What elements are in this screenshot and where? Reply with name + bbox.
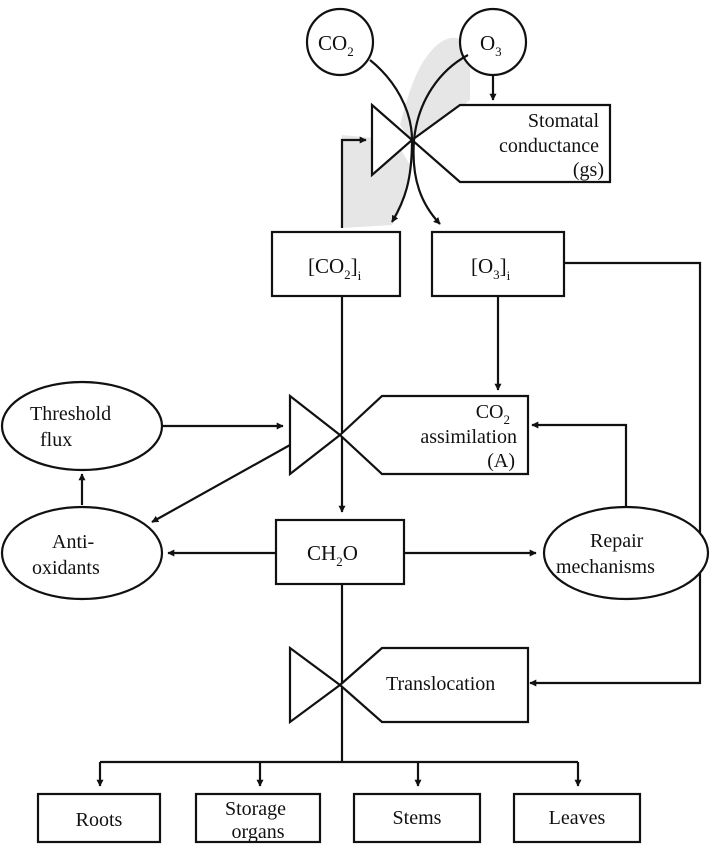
arrow-valve-to-antioxidants (151, 444, 291, 523)
stomatal-conductance-label: Stomatal conductance (gs) (499, 110, 604, 181)
stems-box (352, 792, 482, 844)
co2-internal-label: [CO2]i (308, 254, 362, 283)
co2-external-circle (305, 7, 375, 77)
ch2o-label: CH2O (307, 541, 358, 569)
roots-box (36, 792, 162, 844)
repair-mechanisms-label: Repair mechanisms (556, 530, 655, 578)
co2-internal-box (270, 230, 402, 298)
arrow-o3i-to-translocation (529, 261, 702, 687)
leaves-box (512, 792, 642, 844)
translocation-label: Translocation (386, 673, 495, 695)
o3-internal-label: [O3]i (471, 254, 511, 283)
arrow-repair-to-assimilation (531, 421, 628, 506)
assimilation-valve-left (288, 393, 342, 477)
arrow-co2i-feedback (340, 136, 367, 228)
antioxidants-ellipse (0, 505, 164, 601)
ch2o-box (274, 518, 406, 586)
o3-internal-box (430, 230, 566, 298)
repair-mechanisms-ellipse (542, 505, 710, 601)
arrow-co2-through-stomata (369, 59, 414, 223)
shaded-flux-region-left (342, 135, 410, 228)
translocation-valve-left (288, 645, 342, 725)
arrow-o3-through-stomata (412, 54, 469, 225)
antioxidants-label: Anti- oxidants (32, 531, 100, 579)
translocation-box (338, 646, 530, 724)
roots-label: Roots (76, 809, 123, 831)
co2-external-label: CO2 (318, 31, 354, 59)
storage-organs-box (194, 792, 322, 844)
stems-label: Stems (393, 807, 442, 829)
assimilation-box (338, 394, 530, 476)
threshold-flux-label: Threshold flux (30, 403, 116, 451)
storage-organs-label: Storage organs (225, 798, 291, 843)
assimilation-label: CO2 assimilation (A) (420, 401, 522, 472)
o3-external-label: O3 (480, 31, 502, 59)
threshold-flux-ellipse (0, 380, 164, 472)
stomatal-conductance-box (410, 103, 612, 184)
leaves-label: Leaves (549, 807, 606, 829)
stomatal-valve-left (370, 102, 414, 178)
